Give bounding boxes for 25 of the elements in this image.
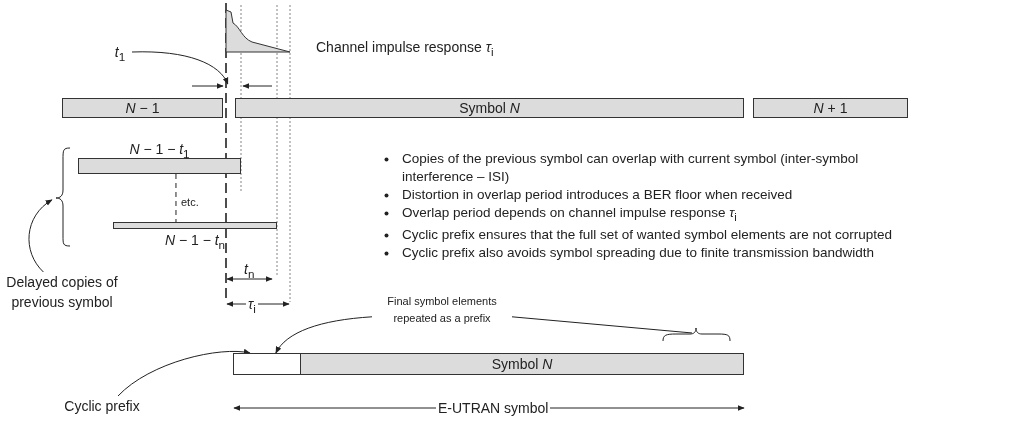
bullet-point: Cyclic prefix also avoids symbol spreading due to finite transmission bandwidth [383,243,892,262]
dimension-label: t$_{n}$ [244,260,255,282]
symbol-label: N − 1 − t$_{n}$ [163,231,227,252]
annotation-text: Channel impulse response τ$_{i}$ [316,38,494,60]
time-label: t$_{1}$ [108,42,132,62]
dashed-line [175,173,177,223]
bullet-point: Cyclic prefix ensures that the full set of wanted symbol elements are not corrupted [383,225,892,244]
bullet-point: Distortion in overlap period introduces a BER floor when received [383,186,892,204]
symbol-bar: N + 1 [753,98,908,118]
caption-text: Cyclic prefix [52,396,152,414]
symbol-bar: Symbol N [235,98,744,118]
leader-line [117,349,251,397]
symbol-label: N − 1 − t$_{1}$ [128,140,191,158]
leader-line [275,316,373,354]
symbol-bar: N − 1 [62,98,223,118]
annotation-text: Final symbol elements repeated as a prefix [372,293,512,327]
symbol-bar: Symbol N [300,353,744,375]
bullet-point: Overlap period depends on channel impulse response τ$_{i}$ [383,204,892,226]
caption-text: Delayed copies of previous symbol [0,272,124,312]
cyclic-prefix-box [233,353,301,375]
leader-line [131,51,229,85]
annotation-text: etc. [181,195,199,210]
bullet-point: Copies of the previous symbol can overlap with current symbol (inter-symbol interference – ISI) [383,150,882,186]
leader-line [28,199,53,273]
leader-line [511,316,693,334]
